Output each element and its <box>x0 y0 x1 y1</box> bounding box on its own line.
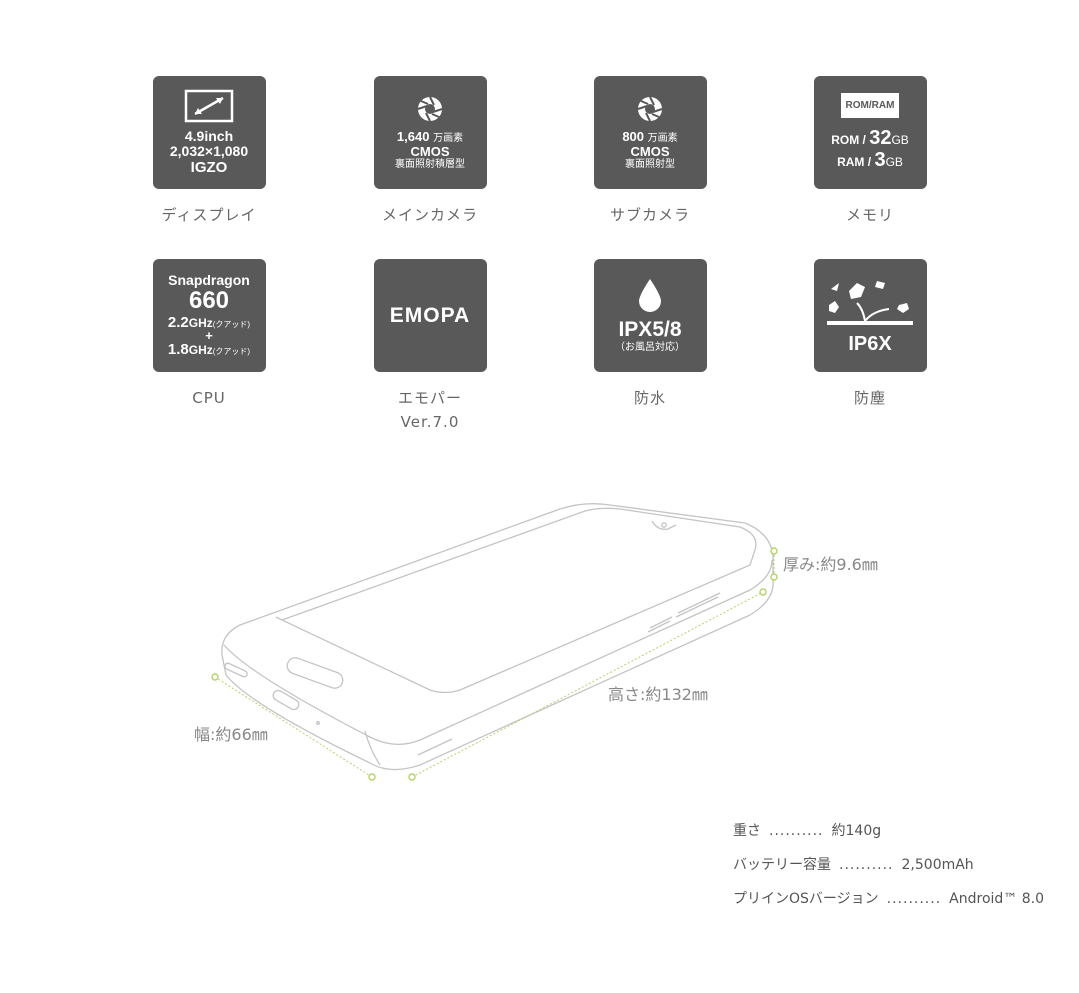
waterproof-note: （お風呂対応） <box>615 341 685 353</box>
feature-cpu: Snapdragon 660 2.2GHz(クアッド) + 1.8GHz(クアッ… <box>129 259 289 410</box>
cpu-cores-1: (クアッド) <box>212 319 251 329</box>
waterproof-caption: 防水 <box>633 389 666 407</box>
spec-label: 重さ <box>733 823 761 839</box>
spec-row-os: プリインOSバージョン.......... Android™ 8.0 <box>733 888 1044 922</box>
sub-camera-tile: 800 万画素 CMOS 裏面照射型 <box>593 76 707 189</box>
cpu-plus: + <box>205 328 213 344</box>
main-camera-pixels: 1,640 <box>396 129 430 145</box>
cpu-caption: CPU <box>192 389 226 407</box>
main-camera-caption: メインカメラ <box>381 206 478 224</box>
emopa-logo-text: EMOPA <box>389 303 471 327</box>
feature-main-camera: 1,640 万画素 CMOS 裏面照射積層型 メインカメラ <box>350 76 510 227</box>
rom-unit: GB <box>891 133 909 147</box>
ram-label: RAM / <box>837 155 875 169</box>
dustproof-rating: IP6X <box>848 332 892 355</box>
width-label: 幅:約66㎜ <box>194 725 268 744</box>
height-label: 高さ:約132㎜ <box>608 685 708 704</box>
display-type: IGZO <box>190 158 228 176</box>
spec-dots: .......... <box>839 857 894 873</box>
emopa-caption-name: エモパー <box>397 389 462 407</box>
cpu-tile: Snapdragon 660 2.2GHz(クアッド) + 1.8GHz(クアッ… <box>152 259 266 372</box>
cpu-freq-2: 1.8 <box>167 340 189 358</box>
display-tile: 4.9inch 2,032×1,080 IGZO <box>152 76 266 189</box>
feature-emopa: EMOPA エモパー Ver.7.0 <box>350 259 510 434</box>
rom-label: ROM / <box>831 133 870 147</box>
cpu-model: 660 <box>188 287 230 315</box>
memory-caption: メモリ <box>845 206 894 224</box>
dustproof-caption: 防塵 <box>853 389 886 407</box>
sub-camera-caption: サブカメラ <box>609 206 690 224</box>
cpu-freq-1: 2.2 <box>167 313 189 331</box>
phone-outline-drawing <box>211 503 778 781</box>
spec-value: 2,500mAh <box>901 857 974 873</box>
feature-dustproof: IP6X 防塵 <box>790 259 950 410</box>
cpu-unit-2: GHz <box>188 342 213 357</box>
memory-tile: ROM/RAM ROM / 32GB RAM / 3GB <box>813 76 927 189</box>
feature-display: 4.9inch 2,032×1,080 IGZO ディスプレイ <box>129 76 289 227</box>
spec-label: プリインOSバージョン <box>733 891 879 907</box>
display-resolution: 2,032×1,080 <box>169 143 249 160</box>
water-drop-icon <box>639 279 661 313</box>
ram-unit: GB <box>885 155 903 169</box>
main-camera-sensor: CMOS <box>410 143 450 159</box>
main-camera-tile: 1,640 万画素 CMOS 裏面照射積層型 <box>373 76 487 189</box>
emopa-caption: エモパー Ver.7.0 <box>350 386 510 434</box>
cpu-unit-1: GHz <box>188 315 213 330</box>
display-caption: ディスプレイ <box>161 206 257 224</box>
spec-value: 約140g <box>831 823 882 839</box>
display-size: 4.9inch <box>184 127 234 144</box>
main-camera-type: 裏面照射積層型 <box>395 158 465 170</box>
thickness-label: 厚み:約9.6㎜ <box>783 555 878 574</box>
sub-camera-type: 裏面照射型 <box>625 158 675 170</box>
main-camera-unit: 万画素 <box>433 133 464 145</box>
spec-dots: .......... <box>769 823 824 839</box>
spec-label: バッテリー容量 <box>733 857 831 873</box>
sub-camera-unit: 万画素 <box>647 133 678 145</box>
dust-particles-icon <box>827 280 913 325</box>
spec-dots: .......... <box>886 891 942 907</box>
memory-chip-icon: ROM/RAM <box>840 93 900 118</box>
feature-waterproof: IPX5/8 （お風呂対応） 防水 <box>570 259 730 410</box>
sub-camera-pixels: 800 <box>622 129 645 145</box>
spec-value: Android™ 8.0 <box>949 891 1044 907</box>
display-diagonal-icon <box>184 89 234 123</box>
spec-row-battery: バッテリー容量.......... 2,500mAh <box>733 854 1044 888</box>
ram-value: 3 <box>874 149 886 171</box>
phone-illustration: 厚み:約9.6㎜ 高さ:約132㎜ 幅:約66㎜ <box>190 495 910 795</box>
sub-camera-sensor: CMOS <box>630 143 670 159</box>
waterproof-rating: IPX5/8 <box>618 318 682 342</box>
waterproof-tile: IPX5/8 （お風呂対応） <box>593 259 707 372</box>
feature-memory: ROM/RAM ROM / 32GB RAM / 3GB メモリ <box>790 76 950 227</box>
spec-list: 重さ.......... 約140g バッテリー容量.......... 2,500… <box>733 820 1044 922</box>
camera-aperture-icon <box>417 96 443 122</box>
rom-value: 32 <box>869 127 892 149</box>
dustproof-tile: IP6X <box>813 259 927 372</box>
camera-aperture-icon <box>637 96 663 122</box>
emopa-caption-version: Ver.7.0 <box>400 413 460 431</box>
emopa-tile: EMOPA <box>373 259 487 372</box>
memory-chip-label: ROM/RAM <box>845 100 895 111</box>
feature-sub-camera: 800 万画素 CMOS 裏面照射型 サブカメラ <box>570 76 730 227</box>
cpu-cores-2: (クアッド) <box>212 346 251 356</box>
cpu-brand: Snapdragon <box>168 271 250 288</box>
spec-row-weight: 重さ.......... 約140g <box>733 820 1044 854</box>
